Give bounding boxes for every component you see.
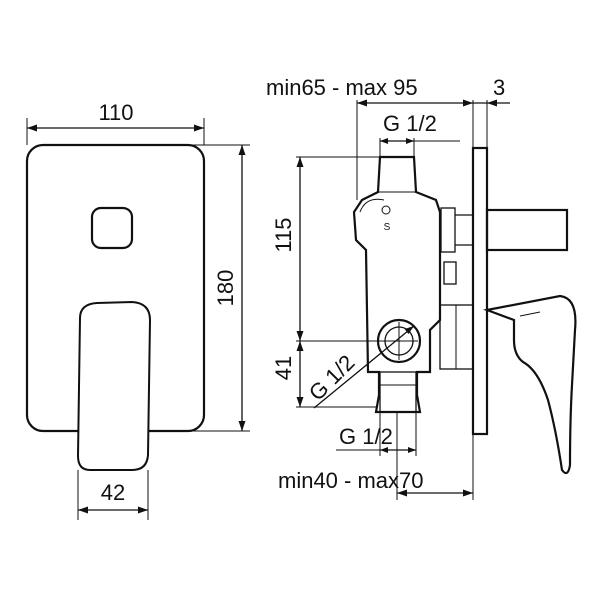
valve-body: [352, 155, 442, 414]
body-mark: S: [384, 222, 391, 233]
wall-plate: [471, 146, 489, 436]
width-label: 110: [98, 100, 133, 125]
side-thread-leader: [313, 325, 415, 409]
lever-side-profile: [482, 294, 577, 475]
diverter-stem: [485, 208, 569, 252]
depth-top-label: min65 - max 95: [266, 75, 418, 100]
lever-handle: [76, 300, 152, 471]
height-upper-label: 115: [271, 217, 296, 252]
height-lower-label: 41: [271, 356, 296, 380]
front-view: 110 180 42: [25, 100, 250, 520]
diverter-button: [90, 206, 134, 250]
thread-bottom-label: G 1/2: [339, 424, 393, 449]
thread-top-label: G 1/2: [383, 111, 437, 136]
plate-thickness-label: 3: [493, 75, 505, 100]
handle-width-label: 42: [101, 480, 125, 505]
bottom-outlet: [379, 371, 417, 413]
side-view: min65 - max 95 3 G 1/2 S: [266, 75, 577, 500]
depth-bottom-label: min40 - max70: [278, 468, 424, 493]
height-label: 180: [213, 270, 238, 307]
